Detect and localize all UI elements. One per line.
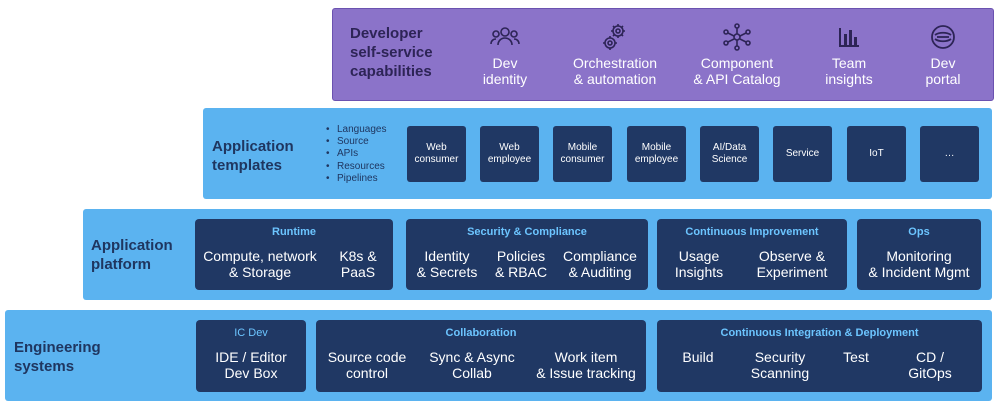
template-more: … (920, 126, 979, 182)
group-item: K8s & PaaS (339, 248, 377, 280)
template-web-employee: Web employee (480, 126, 539, 182)
capability-orchestration: Orchestration & automation (564, 23, 666, 87)
group-item: Security Scanning (750, 349, 810, 381)
group-item: Source code control (327, 349, 407, 381)
platform-group-security: Security & Compliance Identity & Secrets… (406, 219, 648, 290)
developer-self-service-layer: Developer self-service capabilities Dev … (332, 8, 994, 101)
group-title: Collaboration (445, 327, 517, 339)
template-web-consumer: Web consumer (407, 126, 466, 182)
gears-icon (564, 23, 666, 51)
template-ai-data-science: AI/Data Science (700, 126, 759, 182)
group-title: IC Dev (234, 327, 268, 339)
engineering-systems-layer: Engineering systems IC Dev IDE / Editor … (5, 310, 992, 401)
platform-group-runtime: Runtime Compute, network & Storage K8s &… (195, 219, 393, 290)
engineering-group-collaboration: Collaboration Source code control Sync &… (316, 320, 646, 392)
platform-layer-title: Application platform (91, 237, 173, 273)
platform-group-continuous-improvement: Continuous Improvement Usage Insights Ob… (657, 219, 847, 290)
developer-layer-title: Developer self-service capabilities (350, 25, 433, 80)
engineering-group-ic-dev: IC Dev IDE / Editor Dev Box (196, 320, 306, 392)
people-icon (473, 23, 537, 51)
group-item: Sync & Async Collab (429, 349, 515, 381)
bullet-item: Pipelines (326, 173, 387, 185)
capability-dev-portal: Dev portal (913, 23, 973, 87)
bar-chart-icon (817, 23, 881, 51)
network-icon (685, 23, 789, 51)
group-item: CD / GitOps (908, 349, 952, 381)
capability-dev-identity: Dev identity (473, 23, 537, 87)
platform-group-ops: Ops Monitoring & Incident Mgmt (857, 219, 981, 290)
group-item: Observe & Experiment (756, 248, 828, 280)
group-title: Runtime (272, 226, 316, 238)
group-item: IDE / Editor Dev Box (215, 349, 287, 381)
capability-label: Component & API Catalog (693, 55, 781, 87)
application-templates-layer: Application templates Languages Source A… (203, 108, 992, 199)
group-title: Ops (908, 226, 930, 238)
capability-label: Orchestration & automation (572, 55, 658, 87)
templates-bullet-list: Languages Source APIs Resources Pipeline… (325, 124, 387, 185)
group-title: Security & Compliance (467, 226, 587, 238)
template-iot: IoT (847, 126, 906, 182)
bullet-item: Resources (326, 161, 387, 173)
capability-label: Team insights (825, 55, 873, 87)
group-item: Test (843, 349, 869, 365)
group-item: Policies & RBAC (494, 248, 548, 280)
group-item: Identity & Secrets (416, 248, 478, 280)
bullet-item: APIs (326, 148, 387, 160)
group-item: Compute, network & Storage (203, 248, 317, 280)
group-title: Continuous Improvement (685, 226, 819, 238)
bullet-item: Source (326, 136, 387, 148)
template-mobile-consumer: Mobile consumer (553, 126, 612, 182)
portal-icon (913, 23, 973, 51)
engineering-layer-title: Engineering systems (14, 339, 101, 375)
group-item: Compliance & Auditing (563, 248, 637, 280)
bullet-item: Languages (326, 124, 386, 136)
capability-team-insights: Team insights (817, 23, 881, 87)
templates-layer-title: Application templates (212, 138, 294, 174)
engineering-group-ci-cd: Continuous Integration & Deployment Buil… (657, 320, 982, 392)
capability-label: Dev identity (482, 55, 528, 87)
group-title: Continuous Integration & Deployment (720, 327, 919, 339)
template-service: Service (773, 126, 832, 182)
group-item: Usage Insights (674, 248, 724, 280)
capability-component-catalog: Component & API Catalog (685, 23, 789, 87)
capability-label: Dev portal (925, 55, 961, 87)
group-item: Monitoring & Incident Mgmt (868, 248, 970, 280)
group-item: Build (682, 349, 714, 365)
group-item: Work item & Issue tracking (536, 349, 636, 381)
application-platform-layer: Application platform Runtime Compute, ne… (83, 209, 992, 300)
template-mobile-employee: Mobile employee (627, 126, 686, 182)
